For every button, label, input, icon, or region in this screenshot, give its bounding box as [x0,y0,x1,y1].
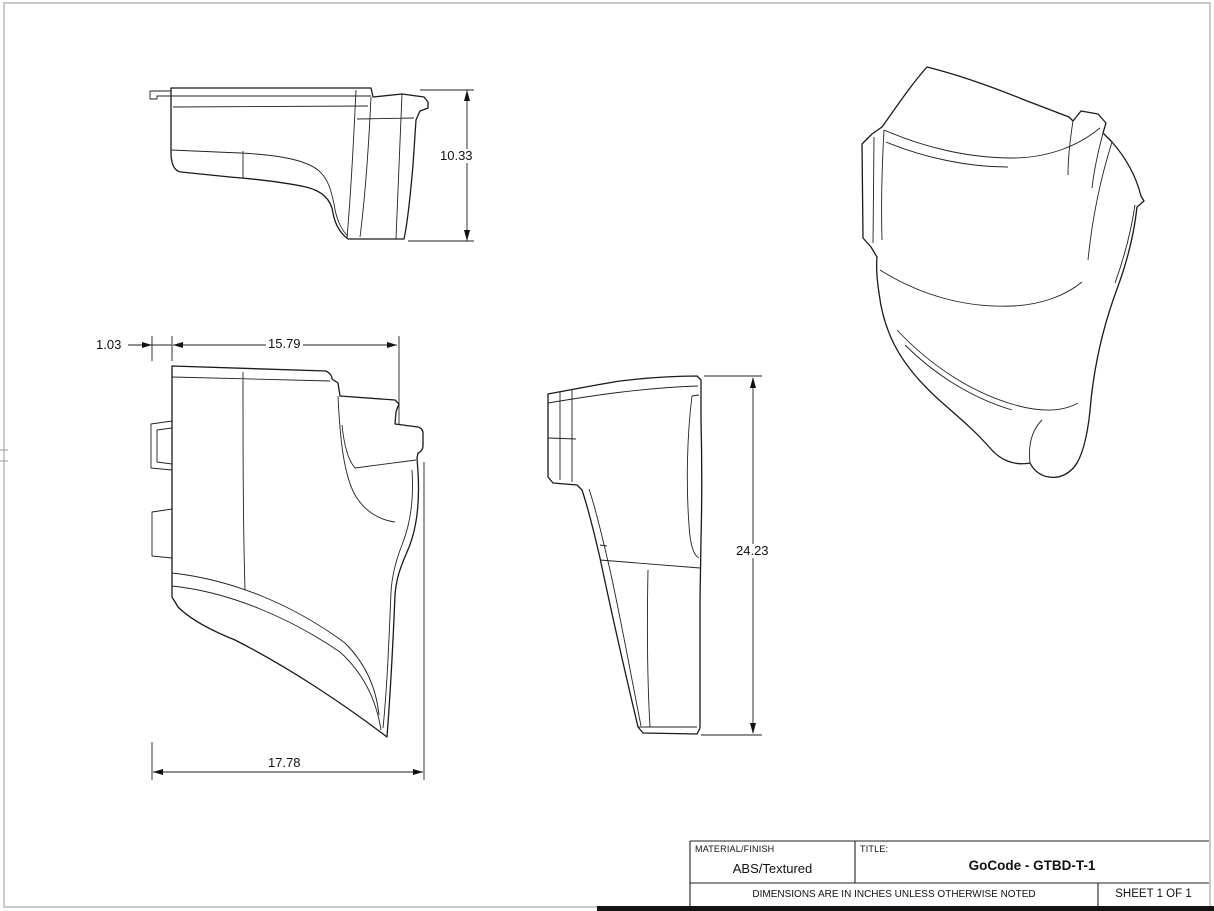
side-view [547,375,703,735]
top-view-tab [149,90,171,100]
side-view-outline [547,375,703,735]
isometric-view-outline [861,66,1145,479]
top-view-outline [170,87,429,240]
material-finish-value: ABS/Textured [732,861,813,876]
title-label: TITLE: [860,844,889,854]
drawing-title: GoCode - GTBD-T-1 [968,858,1096,873]
sheet-number: SHEET 1 OF 1 [1115,888,1192,900]
sheet-edge-ticks [0,449,8,462]
dim-front-bottom-width [151,462,425,780]
front-view-outline [171,365,424,738]
dim-label-front-top-width: 15.79 [266,336,303,351]
dim-top-view-height [408,89,474,242]
dim-label-side-height: 24.23 [734,543,771,558]
dim-label-front-tab-width: 1.03 [94,337,124,352]
title-block-lines [689,840,1209,907]
dim-label-front-bottom-width: 17.78 [266,755,303,770]
top-view [149,87,429,240]
dim-front-top-widths [128,336,400,424]
side-view-detail [547,385,701,728]
top-view-detail [170,89,415,240]
isometric-view [861,66,1145,479]
dim-label-top-view-height: 10.33 [438,148,475,163]
front-view-detail [171,371,417,731]
front-view [150,365,424,738]
bottom-edge-strip [597,906,1214,911]
front-view-left-tabs [150,420,173,559]
isometric-view-detail [872,120,1136,464]
material-finish-label: MATERIAL/FINISH [695,844,775,854]
dimensions-note: DIMENSIONS ARE IN INCHES UNLESS OTHERWIS… [752,889,1036,900]
